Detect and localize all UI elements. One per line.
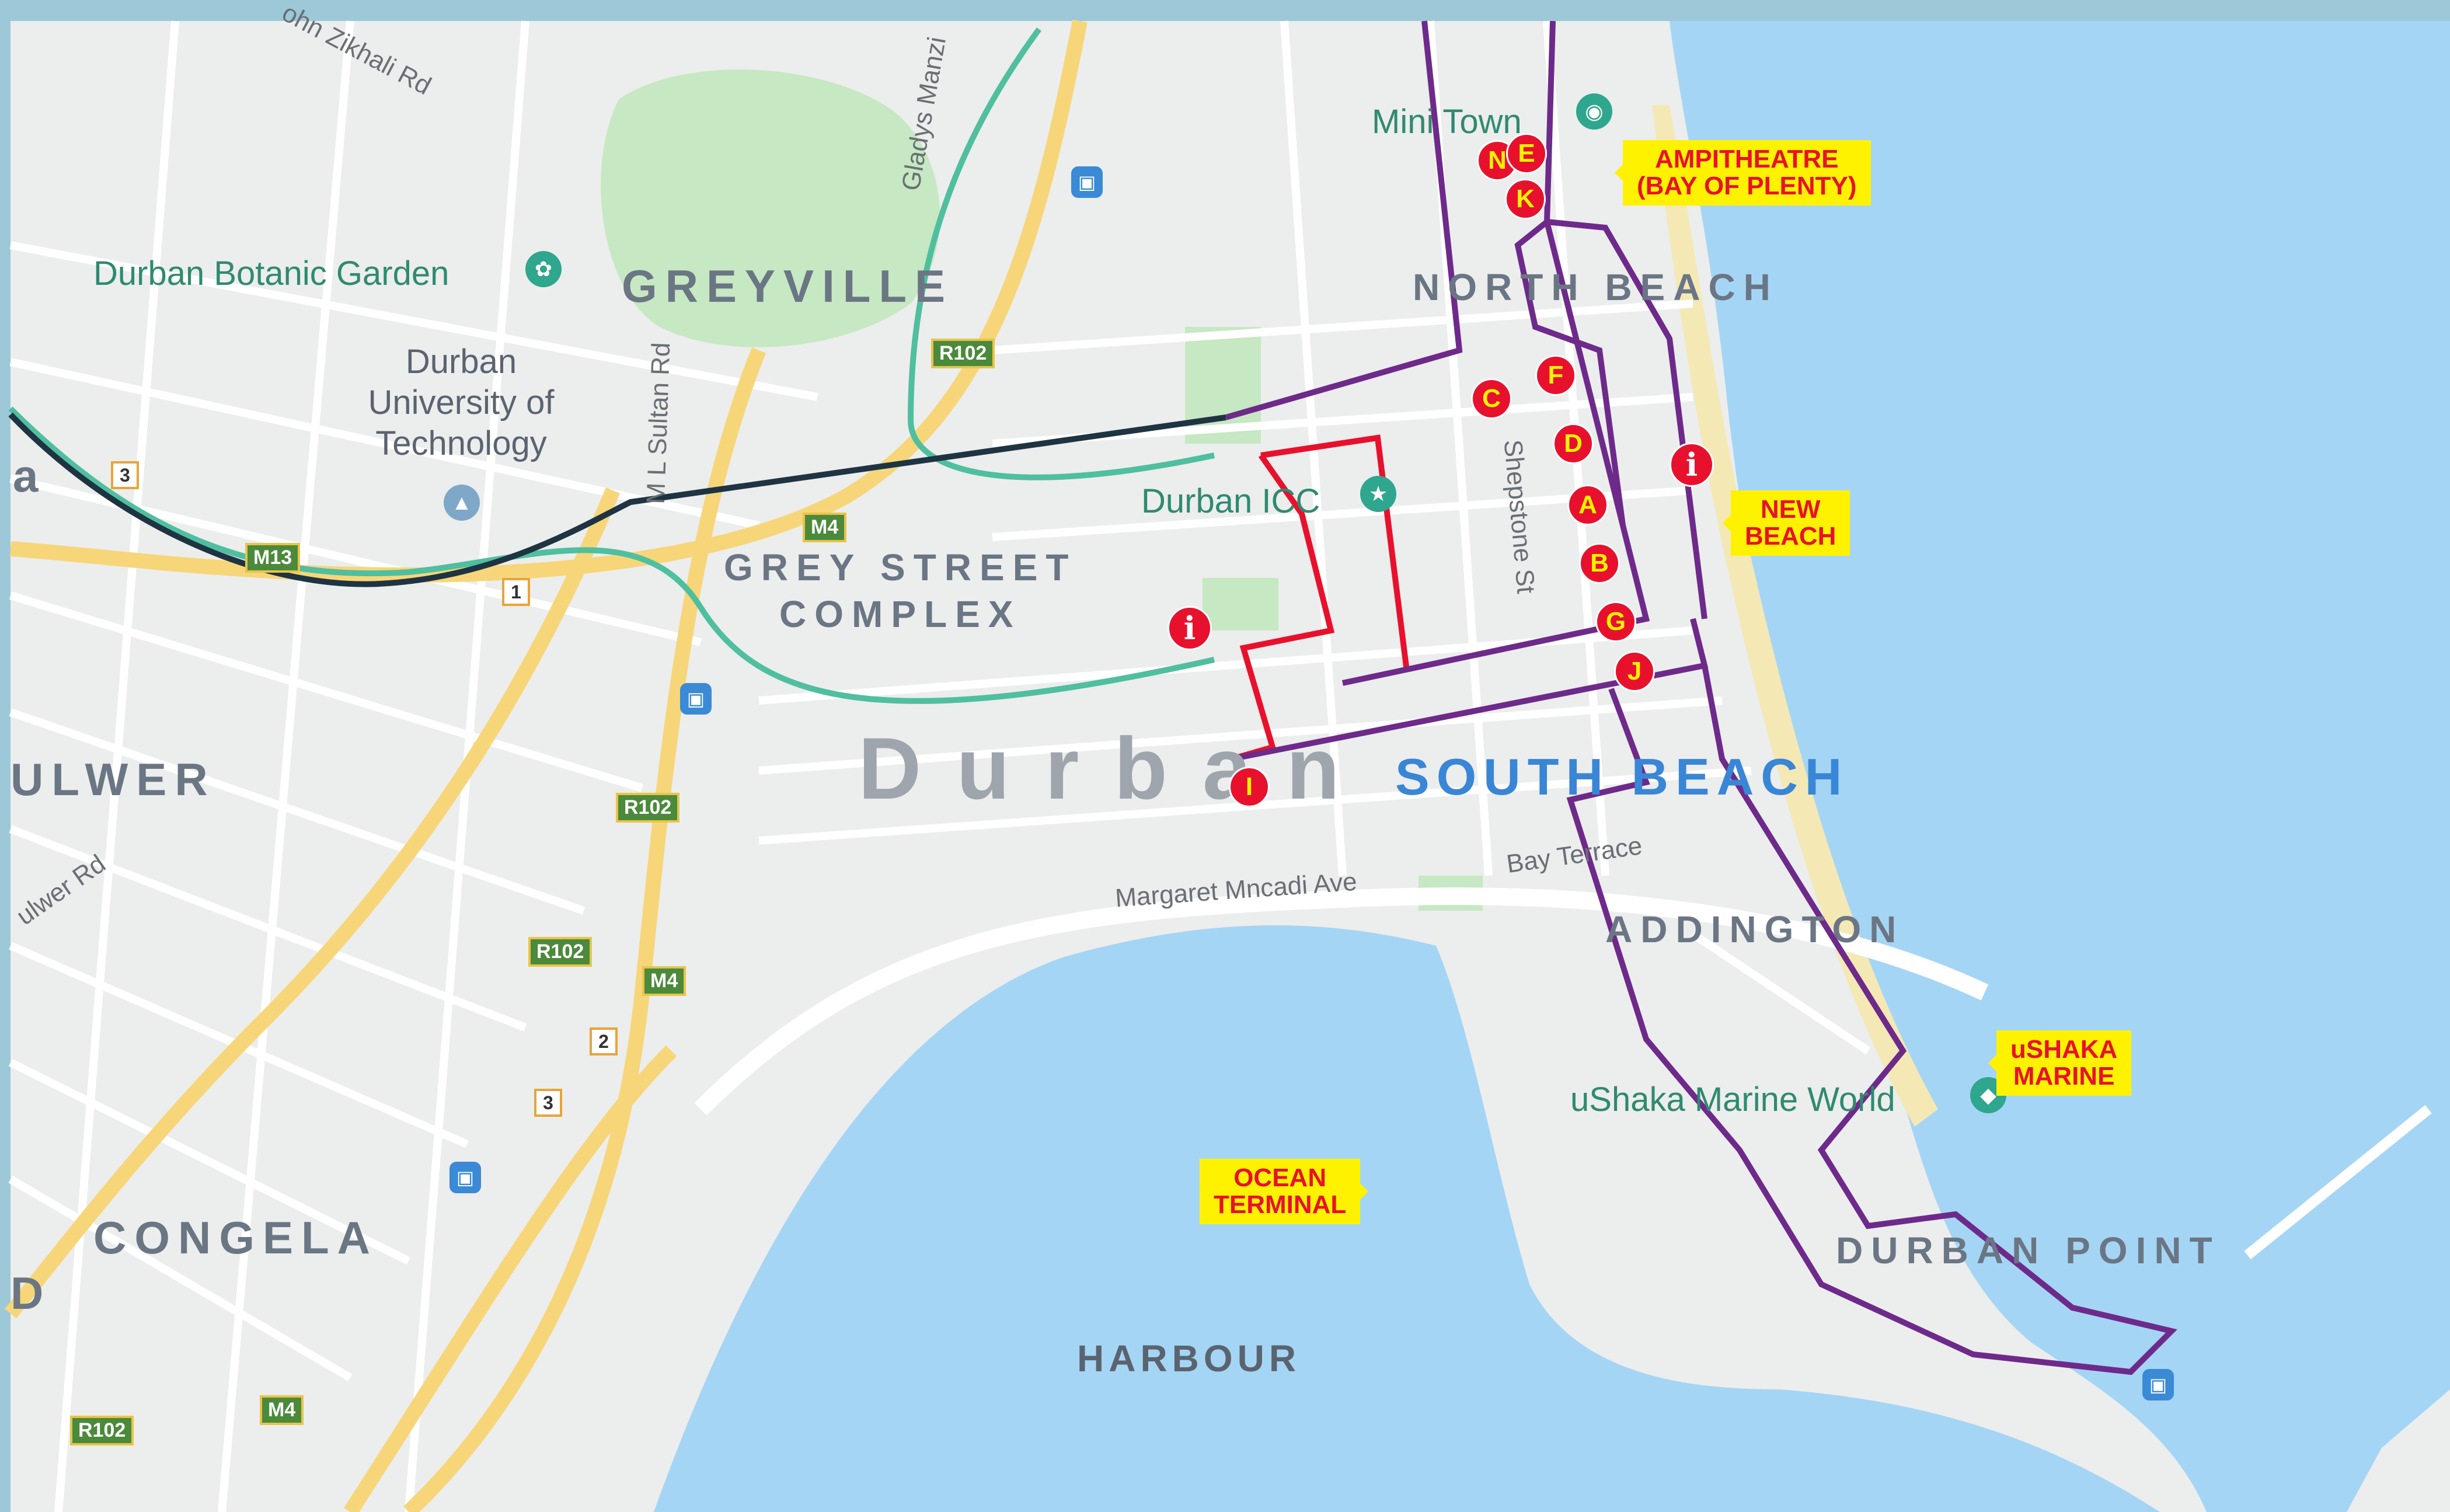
callout-ushaka-line-2: MARINE	[2013, 1062, 2115, 1091]
callout-ampitheatre[interactable]: AMPITHEATRE (BAY OF PLENTY)	[1615, 140, 1871, 205]
stop-j[interactable]: J	[1614, 651, 1655, 692]
star-icon[interactable]: ★	[1360, 476, 1396, 512]
area-congela: CONGELA	[93, 1212, 378, 1263]
stop-b[interactable]: B	[1579, 543, 1620, 584]
margaret-mncadi-ave	[694, 887, 1989, 1116]
train-icon[interactable]: ▣	[449, 1162, 481, 1193]
city-park	[1203, 578, 1278, 630]
navy-route	[8, 412, 1226, 587]
shield-m4: M4	[642, 966, 686, 996]
flower-icon[interactable]: ✿	[525, 251, 562, 287]
stop-d[interactable]: D	[1553, 423, 1594, 464]
info-icon[interactable]: i	[1670, 443, 1714, 487]
stop-f[interactable]: F	[1535, 355, 1576, 396]
area-edge-d: D	[11, 1267, 44, 1319]
callout-ushaka[interactable]: uSHAKA MARINE	[1988, 1030, 2132, 1096]
university-line-3: Technology	[375, 424, 547, 462]
red-route	[1231, 434, 1410, 762]
indian-ocean	[1670, 21, 2450, 1512]
harbour-water	[654, 925, 2160, 1512]
area-greyville: GREYVILLE	[622, 260, 954, 312]
point-land	[2347, 1389, 2450, 1512]
shield-m13: M13	[245, 543, 301, 573]
beach	[1652, 105, 1938, 1127]
pier-complex	[1518, 992, 1903, 1290]
harbour-label: HARBOUR	[1077, 1337, 1301, 1379]
stop-c[interactable]: C	[1471, 378, 1512, 419]
north-pier	[2244, 1105, 2432, 1260]
callout-ocean-terminal-line-1: OCEAN	[1233, 1163, 1327, 1192]
area-edge-a: a	[13, 450, 39, 501]
callout-new-beach-line-2: BEACH	[1745, 522, 1836, 551]
shield-r102: R102	[528, 937, 593, 967]
ushaka-label: uShaka Marine World	[1570, 1081, 1895, 1119]
area-durban-point: DURBAN POINT	[1836, 1229, 2221, 1271]
stop-e[interactable]: E	[1506, 133, 1547, 174]
area-south-beach: SOUTH BEACH	[1395, 748, 1849, 806]
camera-icon[interactable]: ◉	[1576, 93, 1612, 130]
teal-route-north	[907, 27, 1215, 480]
shield-r102: R102	[70, 1416, 134, 1445]
area-north-beach: NORTH BEACH	[1413, 266, 1779, 308]
callout-ushaka-line-1: uSHAKA	[2010, 1035, 2118, 1064]
route-3-icon: 3	[111, 461, 139, 489]
shield-m4: M4	[260, 1395, 304, 1425]
city-label: Durban	[858, 719, 1375, 817]
info-icon[interactable]: i	[1168, 606, 1212, 650]
racecourse-park	[601, 69, 940, 347]
teal-route-west	[8, 406, 1215, 704]
stop-i[interactable]: I	[1229, 767, 1270, 807]
callout-ocean-terminal-line-2: TERMINAL	[1214, 1190, 1347, 1219]
stop-g[interactable]: G	[1595, 601, 1636, 642]
train-icon[interactable]: ▣	[1071, 166, 1103, 198]
route-2-icon: 2	[590, 1027, 618, 1055]
university-line-1: Durban	[405, 343, 517, 381]
callout-ampitheatre-line-2: (BAY OF PLENTY)	[1637, 172, 1857, 200]
university-label: Durban University of Technology	[344, 342, 578, 464]
callout-new-beach[interactable]: NEW BEACH	[1722, 490, 1850, 556]
train-icon[interactable]: ▣	[2142, 1369, 2174, 1400]
stop-a[interactable]: A	[1567, 485, 1608, 525]
durban-icc-label: Durban ICC	[1141, 482, 1320, 520]
area-grey-street-1: GREY STREET	[724, 546, 1077, 588]
street-sultan: M L Sultan Rd	[641, 342, 676, 505]
area-grey-street-2: COMPLEX	[779, 593, 1022, 635]
university-line-2: University of	[368, 384, 555, 421]
mini-town-label: Mini Town	[1372, 103, 1522, 141]
shield-r102: R102	[616, 793, 680, 823]
train-icon[interactable]: ▣	[680, 683, 712, 715]
callout-new-beach-line-1: NEW	[1760, 495, 1821, 524]
graduation-icon[interactable]: ▲	[444, 485, 480, 521]
callout-ampitheatre-line-1: AMPITHEATRE	[1654, 145, 1839, 173]
shield-m4: M4	[803, 513, 847, 542]
botanic-garden-label: Durban Botanic Garden	[93, 255, 449, 292]
stop-k[interactable]: K	[1505, 179, 1546, 220]
route-3-icon: 3	[534, 1089, 562, 1117]
area-bulwer: ULWER	[11, 754, 216, 805]
route-1-icon: 1	[502, 578, 530, 606]
shield-r102: R102	[931, 339, 995, 368]
area-addington: ADDINGTON	[1605, 908, 1905, 950]
callout-ocean-terminal[interactable]: OCEAN TERMINAL	[1200, 1159, 1369, 1224]
